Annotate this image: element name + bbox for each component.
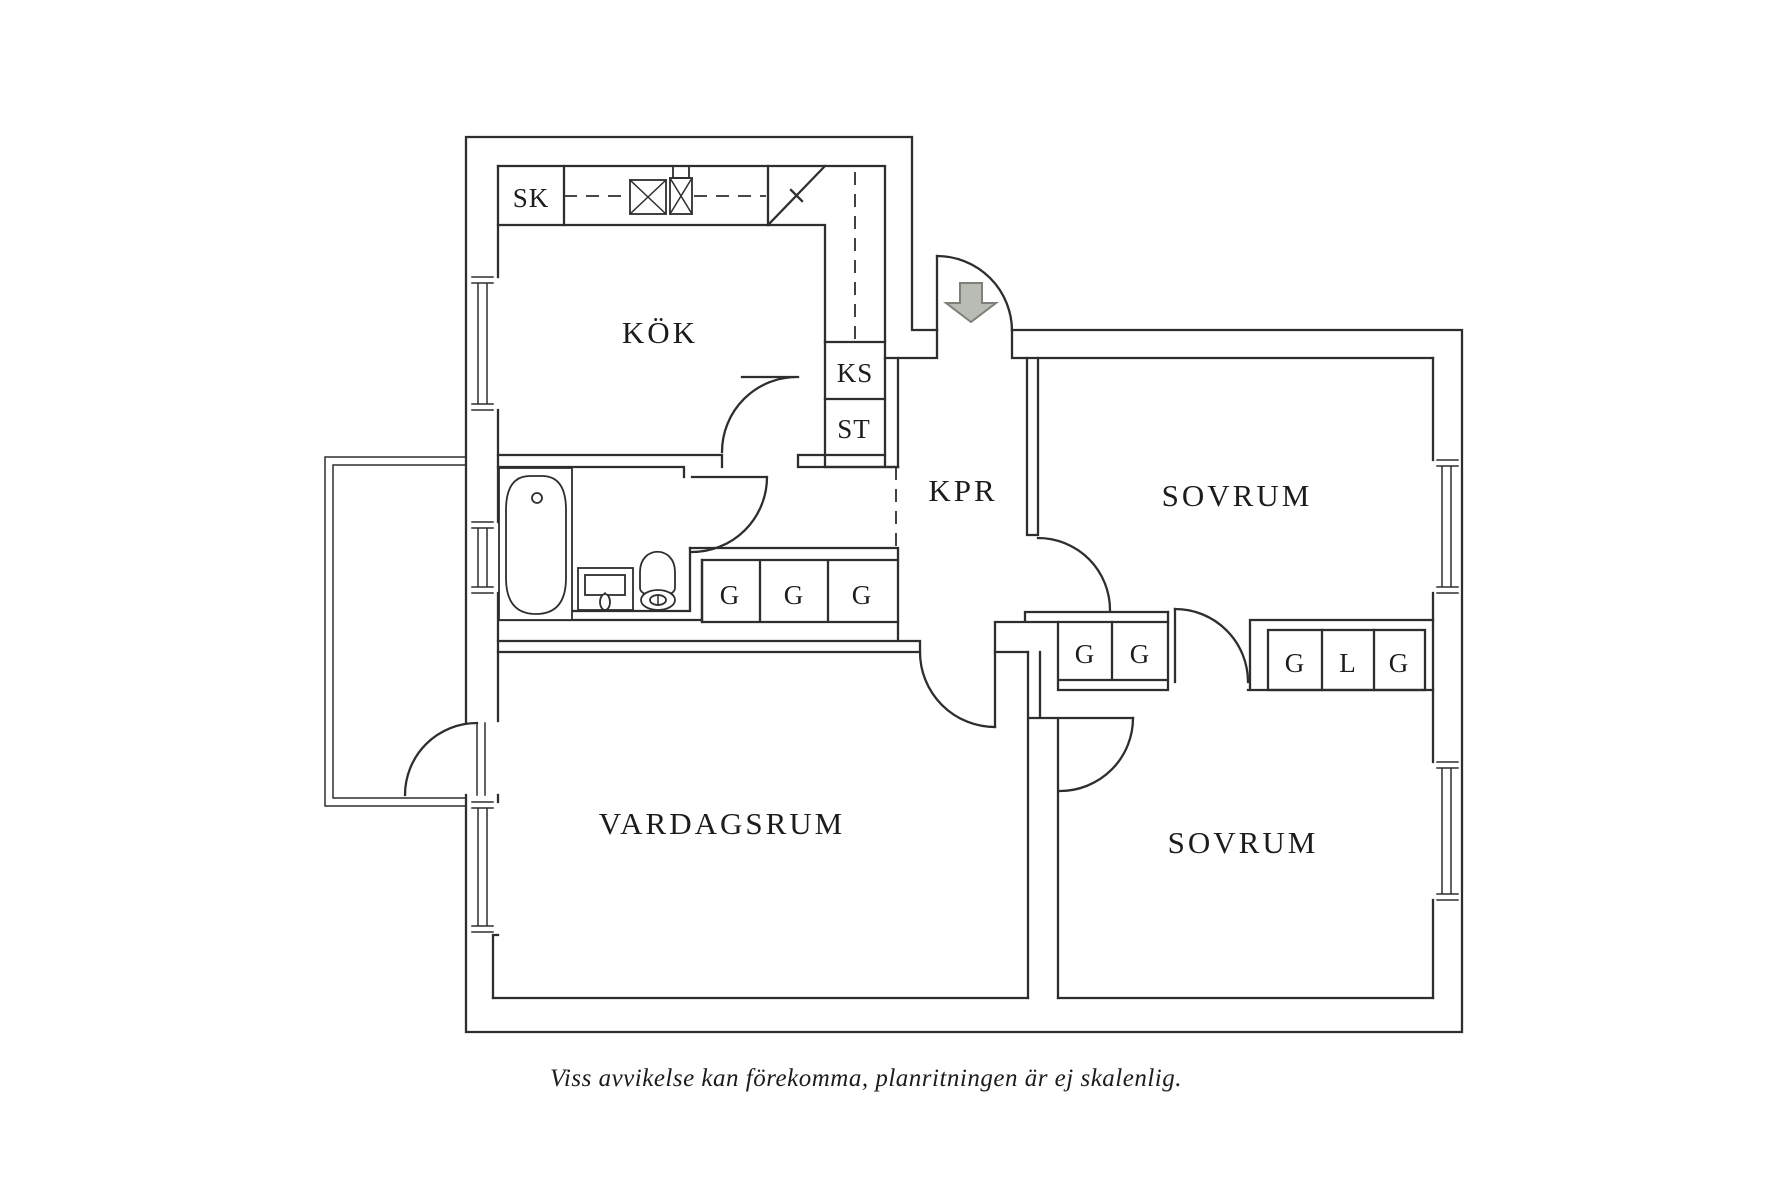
bedroom-top-divider bbox=[1025, 356, 1112, 612]
label-st-unit: ST bbox=[837, 414, 871, 444]
balcony-door bbox=[403, 721, 486, 797]
kitchen-wall-and-door bbox=[496, 375, 900, 479]
balcony-railing bbox=[324, 456, 467, 807]
window-kitchen bbox=[471, 276, 494, 411]
toilet-icon bbox=[639, 550, 676, 611]
room-label-bedroom-bottom: SOVRUM bbox=[1168, 825, 1319, 860]
wardrobe-row-hall bbox=[688, 546, 900, 624]
entrance-door bbox=[935, 254, 1014, 333]
wardrobe-box-label: G bbox=[852, 580, 873, 610]
wardrobe-box-label: G bbox=[1389, 648, 1410, 678]
washbasin-icon bbox=[577, 567, 634, 611]
disclaimer-caption: Viss avvikelse kan förekomma, planritnin… bbox=[550, 1065, 1182, 1092]
label-cleaning-cupboard: SK bbox=[513, 183, 550, 213]
exterior-walls bbox=[464, 135, 1464, 1034]
door-swing-arc bbox=[1036, 536, 1112, 612]
door-swing-arc bbox=[690, 475, 769, 554]
room-label-kitchen: KÖK bbox=[622, 315, 698, 350]
room-label-living-room: VARDAGSRUM bbox=[599, 806, 846, 841]
room-label-kpr: KPR bbox=[928, 473, 997, 508]
entrance-arrow-icon bbox=[943, 282, 999, 324]
stove-icon bbox=[628, 178, 668, 216]
kitchen-counter bbox=[496, 164, 900, 469]
wardrobe-box-label: G bbox=[1075, 639, 1096, 669]
window-bedroom-top bbox=[1436, 459, 1459, 594]
window-living-room bbox=[471, 801, 494, 933]
fridge-icon bbox=[766, 164, 827, 227]
wardrobe-row-kpr bbox=[993, 610, 1170, 692]
wardrobe-box-label: G bbox=[1285, 648, 1306, 678]
door-swing-arc bbox=[1058, 716, 1135, 793]
linen-box-label: L bbox=[1339, 648, 1357, 678]
window-bedroom-bottom bbox=[1436, 761, 1459, 901]
wardrobe-box-label: G bbox=[1130, 639, 1151, 669]
room-label-bedroom-top: SOVRUM bbox=[1162, 478, 1313, 513]
bathtub-icon bbox=[498, 467, 573, 621]
window-bathroom bbox=[471, 521, 494, 594]
door-swing-arc bbox=[720, 375, 800, 454]
living-bedroom-divider bbox=[1026, 650, 1135, 1000]
corridor-door bbox=[1173, 607, 1250, 684]
door-swing-arc bbox=[403, 721, 479, 797]
door-swing-arc bbox=[1173, 607, 1250, 684]
wardrobe-box-label: G bbox=[720, 580, 741, 610]
door-swing-arc bbox=[918, 650, 997, 729]
wardrobe-box-label: G bbox=[784, 580, 805, 610]
living-room-wall bbox=[496, 620, 997, 729]
wardrobe-row-bedroom bbox=[1246, 618, 1435, 692]
sink-icon bbox=[668, 165, 694, 216]
door-swing-arc bbox=[935, 254, 1014, 333]
label-ks-unit: KS bbox=[837, 358, 874, 388]
